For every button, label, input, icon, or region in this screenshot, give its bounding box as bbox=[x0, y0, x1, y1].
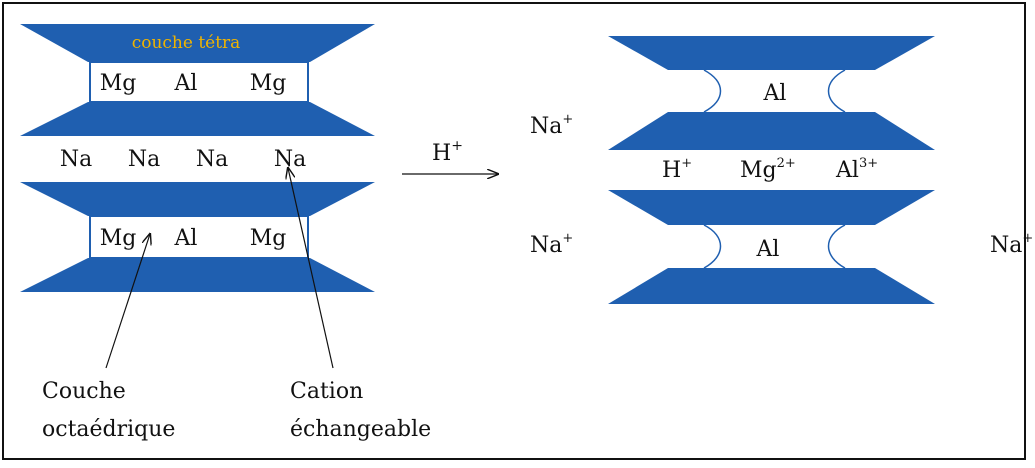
left-row2-cation-3: Mg bbox=[250, 226, 287, 251]
ion-base: Na bbox=[990, 233, 1022, 258]
released-na-3: Na+ bbox=[990, 231, 1033, 258]
right-interlayer-mg: Mg2+ bbox=[740, 156, 796, 183]
reagent-base: H bbox=[432, 141, 451, 166]
ion-charge: + bbox=[1022, 231, 1033, 246]
left-tetra-sheet-3 bbox=[20, 182, 375, 216]
ion-charge: 3+ bbox=[859, 156, 878, 171]
left-interlayer-na-3: Na bbox=[196, 147, 228, 172]
cation-label-line1: Cation bbox=[290, 379, 363, 404]
right-sheet-3 bbox=[608, 190, 935, 225]
released-na-2: Na+ bbox=[530, 231, 573, 258]
left-tetra-sheet-4 bbox=[20, 258, 375, 292]
left-interlayer-na-2: Na bbox=[128, 147, 160, 172]
reaction-arrow: H+ bbox=[402, 138, 498, 174]
right-sheet-2 bbox=[608, 112, 935, 150]
left-interlayer-na-1: Na bbox=[60, 147, 92, 172]
octa-label-line2: octaédrique bbox=[42, 417, 175, 442]
right-core-2-right-curve bbox=[827, 224, 846, 269]
left-row2-cation-2: Al bbox=[174, 226, 198, 251]
right-core-2-al: Al bbox=[756, 237, 780, 262]
right-sheet-4 bbox=[608, 268, 935, 304]
left-octa-core-2 bbox=[89, 215, 309, 259]
left-clay-structure: couche tétra Mg Al Mg Na Na Na Na Mg Al … bbox=[20, 24, 375, 292]
right-sheet-1 bbox=[608, 36, 935, 70]
ion-base: Mg bbox=[740, 158, 777, 183]
right-interlayer-al: Al3+ bbox=[835, 156, 878, 183]
octa-label-line1: Couche bbox=[42, 379, 126, 404]
ion-base: Na bbox=[530, 233, 562, 258]
right-clay-structure: Al Al H+ Mg2+ Al3+ bbox=[608, 36, 935, 304]
reagent-charge: + bbox=[451, 138, 463, 154]
right-core-2-left-curve bbox=[703, 224, 722, 269]
released-na-1: Na+ bbox=[530, 112, 573, 139]
octa-pointer-line bbox=[105, 234, 150, 369]
right-core-1-right-curve bbox=[827, 69, 846, 113]
left-tetra-sheet-2 bbox=[20, 102, 375, 136]
ion-base: Al bbox=[835, 158, 859, 183]
diagram-frame bbox=[2, 2, 1026, 460]
left-tetra-sheet-1 bbox=[20, 24, 375, 62]
left-octa-core-1 bbox=[89, 61, 309, 103]
left-row2-cation-1: Mg bbox=[100, 226, 137, 251]
ion-base: H bbox=[662, 158, 681, 183]
reaction-reagent: H+ bbox=[432, 138, 463, 166]
left-row1-cation-2: Al bbox=[174, 71, 198, 96]
right-interlayer-h: H+ bbox=[662, 156, 692, 183]
tetra-layer-label: couche tétra bbox=[132, 33, 241, 53]
ion-charge: + bbox=[562, 112, 573, 127]
left-row1-cation-1: Mg bbox=[100, 71, 137, 96]
left-row1-cation-3: Mg bbox=[250, 71, 287, 96]
cation-pointer-line bbox=[288, 168, 334, 369]
left-interlayer-na-4: Na bbox=[274, 147, 306, 172]
ion-charge: + bbox=[681, 156, 692, 171]
ion-charge: 2+ bbox=[777, 156, 796, 171]
ion-charge: + bbox=[562, 231, 573, 246]
cation-label-line2: échangeable bbox=[290, 417, 431, 442]
right-core-1-left-curve bbox=[703, 69, 722, 113]
ion-base: Na bbox=[530, 114, 562, 139]
right-core-1-al: Al bbox=[763, 81, 787, 106]
